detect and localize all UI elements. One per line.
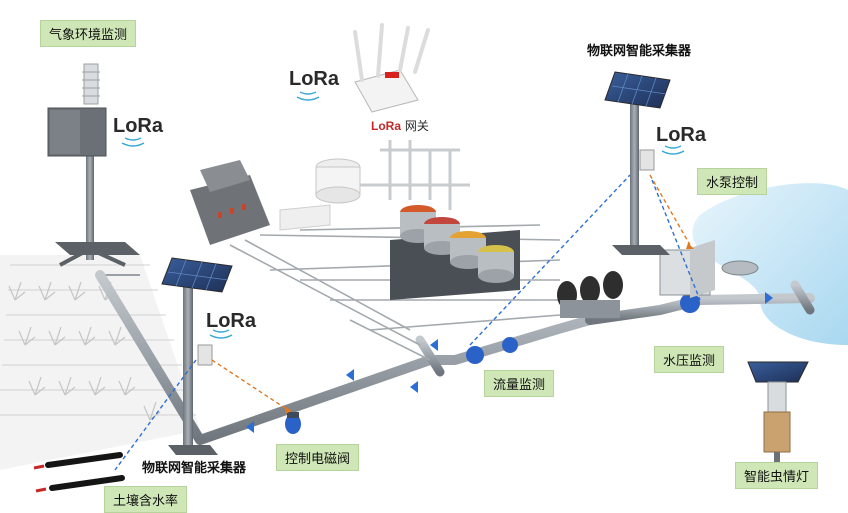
storage-tank [279, 158, 361, 231]
label-solenoid-valve: 控制电磁阀 [276, 444, 360, 471]
filters [557, 271, 623, 318]
lora-gateway [353, 23, 430, 113]
collector-bottom-pole [161, 257, 233, 455]
label-water-pressure: 水压监测 [654, 346, 725, 373]
label-flow-monitoring: 流量监测 [484, 370, 555, 397]
lora-label-collector-top: LoRa [656, 124, 706, 146]
label-weather-monitoring: 气象环境监测 [40, 20, 137, 47]
lora-wave-icons [121, 91, 685, 339]
gateway-label-brand: LoRa [371, 119, 401, 133]
solenoid-valve [285, 412, 301, 434]
soil-sensors [33, 452, 125, 493]
label-insect-lamp: 智能虫情灯 [735, 462, 819, 489]
lora-label-weather: LoRa [113, 115, 163, 137]
crop-field [0, 255, 200, 470]
pond [692, 183, 848, 345]
gateway-label-suffix: 网关 [401, 119, 429, 133]
label-soil-moisture: 土壤含水率 [104, 486, 188, 513]
pump-station [659, 240, 759, 298]
insect-lamp [747, 361, 809, 462]
label-pump-control: 水泵控制 [697, 168, 768, 195]
title-collector-top: 物联网智能采集器 [587, 44, 692, 59]
lora-label-gateway-side: LoRa [289, 68, 339, 90]
lora-label-collector-bottom: LoRa [206, 310, 256, 332]
weather-station [47, 63, 140, 267]
collector-top-pole [604, 71, 671, 255]
gateway-label: LoRa 网关 [371, 117, 429, 134]
flow-meter [466, 337, 518, 364]
title-collector-bottom: 物联网智能采集器 [142, 461, 247, 476]
wireless-links [114, 174, 701, 471]
fertigation-machine [190, 160, 270, 245]
flow-arrows [246, 292, 773, 433]
link-arrowheads [285, 243, 694, 414]
fertigation-tanks [390, 205, 520, 300]
dosing-manifold [360, 140, 470, 210]
